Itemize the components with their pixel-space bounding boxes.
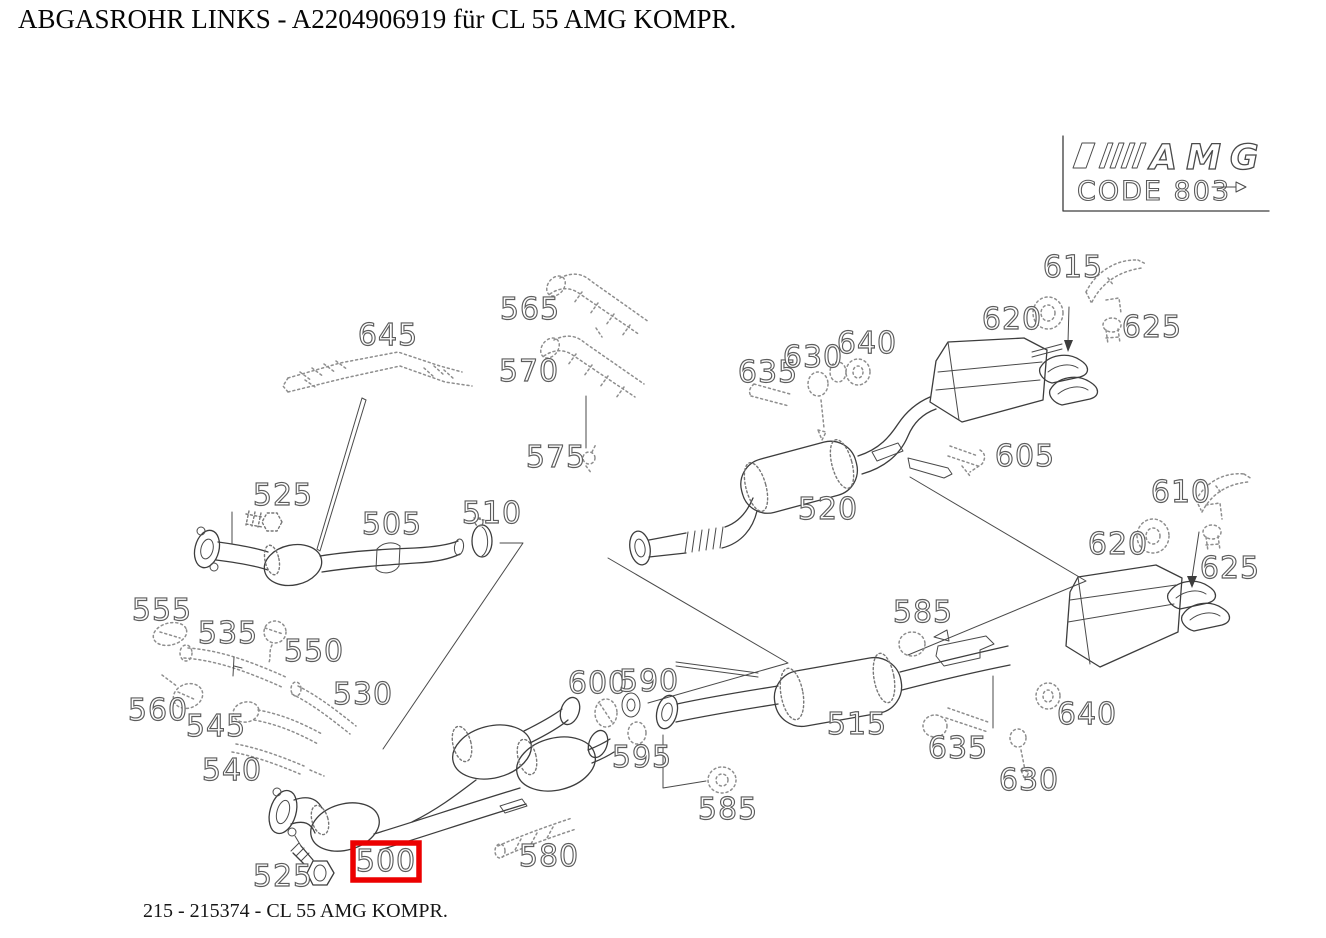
part-label-630-36[interactable]: 630 <box>998 762 1059 798</box>
clamp-510-drawing <box>471 517 493 558</box>
pointer-needle <box>316 397 367 552</box>
part-label-540-13[interactable]: 540 <box>201 752 262 788</box>
bolt-525-lower <box>290 835 335 886</box>
highlight-box-500[interactable] <box>350 840 422 883</box>
part-label-565-1[interactable]: 565 <box>499 291 560 327</box>
bracket-605 <box>947 445 986 477</box>
part-label-545-12[interactable]: 545 <box>185 708 246 744</box>
bolt-575 <box>582 395 597 475</box>
part-label-555-7[interactable]: 555 <box>131 592 192 628</box>
bracket-580 <box>494 817 577 859</box>
heat-shield-645 <box>282 351 473 393</box>
part-label-535-8[interactable]: 535 <box>197 615 258 651</box>
gasket-600 <box>594 698 618 728</box>
amg-code-text: CODE 803 <box>1077 176 1231 207</box>
part-label-530-10[interactable]: 530 <box>332 676 393 712</box>
part-label-640-35[interactable]: 640 <box>1056 696 1117 732</box>
part-label-630-22[interactable]: 630 <box>782 339 843 375</box>
heat-shield-565 <box>545 273 650 338</box>
gasket-585-left <box>662 734 737 794</box>
part-label-580-16[interactable]: 580 <box>518 838 579 874</box>
bolt-625-lower <box>1202 502 1223 552</box>
rear-muffler-lower-drawing <box>1065 531 1231 668</box>
part-label-590-18[interactable]: 590 <box>618 663 679 699</box>
ring-620-lower <box>1136 518 1170 554</box>
part-label-525-4[interactable]: 525 <box>252 477 313 513</box>
part-label-515-33[interactable]: 515 <box>826 706 887 742</box>
part-label-570-2[interactable]: 570 <box>498 353 559 389</box>
ring-620-upper <box>1032 296 1064 330</box>
bolt-625-upper <box>1102 297 1122 345</box>
part-label-625-31[interactable]: 625 <box>1199 550 1260 586</box>
part-label-635-21[interactable]: 635 <box>737 354 798 390</box>
hanger-cluster-635-640-630-lower <box>922 675 1061 782</box>
upper-front-pipe-drawing <box>629 497 758 566</box>
part-label-505-5[interactable]: 505 <box>361 506 422 542</box>
hardware-cluster <box>152 620 357 777</box>
amg-logo-text: AMG <box>1147 138 1268 178</box>
part-label-520-28[interactable]: 520 <box>797 491 858 527</box>
mid-pipe-muffler-515-drawing <box>655 635 1011 730</box>
part-label-585-32[interactable]: 585 <box>892 594 953 630</box>
part-label-605-27[interactable]: 605 <box>994 438 1055 474</box>
part-label-595-19[interactable]: 595 <box>611 739 672 775</box>
footer-caption: 215 - 215374 - CL 55 AMG KOMPR. <box>143 900 448 922</box>
part-label-610-29[interactable]: 610 <box>1150 474 1211 510</box>
gasket-585-right <box>898 629 950 657</box>
code-pointer-arrow <box>1211 181 1247 193</box>
part-label-575-3[interactable]: 575 <box>525 439 586 475</box>
part-label-620-25[interactable]: 620 <box>981 301 1042 337</box>
reference-leader-lines <box>382 476 1087 750</box>
part-label-640-23[interactable]: 640 <box>836 325 897 361</box>
part-label-585-20[interactable]: 585 <box>697 791 758 827</box>
part-label-600-17[interactable]: 600 <box>567 665 628 701</box>
part-label-620-30[interactable]: 620 <box>1087 526 1148 562</box>
y-pipe-assembly-500-drawing <box>268 696 615 852</box>
page-title: ABGASROHR LINKS - A2204906919 für CL 55 … <box>18 4 737 34</box>
hanger-615 <box>1085 259 1147 303</box>
part-label-560-11[interactable]: 560 <box>127 692 188 728</box>
clamp-ring-590 <box>621 692 641 718</box>
amg-logo-stripes <box>1072 142 1147 169</box>
hanger-610 <box>1195 473 1253 513</box>
part-label-625-26[interactable]: 625 <box>1121 309 1182 345</box>
part-label-550-9[interactable]: 550 <box>283 633 344 669</box>
gasket-595 <box>627 721 647 745</box>
part-label-615-24[interactable]: 615 <box>1042 249 1103 285</box>
part-label-525-14[interactable]: 525 <box>252 858 313 894</box>
part-label-510-6[interactable]: 510 <box>461 495 522 531</box>
center-muffler-520-drawing <box>740 396 953 514</box>
amg-logo-block: AMG CODE 803 <box>1062 135 1270 212</box>
logo-frame <box>1062 135 1270 212</box>
front-pipe-505-drawing <box>193 526 465 587</box>
hanger-cluster-635-630-640-upper <box>748 358 871 442</box>
part-label-645-0[interactable]: 645 <box>357 317 418 353</box>
bolt-525-upper <box>231 510 283 545</box>
heat-shield-570 <box>539 335 645 399</box>
part-label-635-34[interactable]: 635 <box>927 730 988 766</box>
rear-muffler-upper-drawing <box>929 306 1099 423</box>
part-label-500-15[interactable]: 500 <box>355 843 416 879</box>
